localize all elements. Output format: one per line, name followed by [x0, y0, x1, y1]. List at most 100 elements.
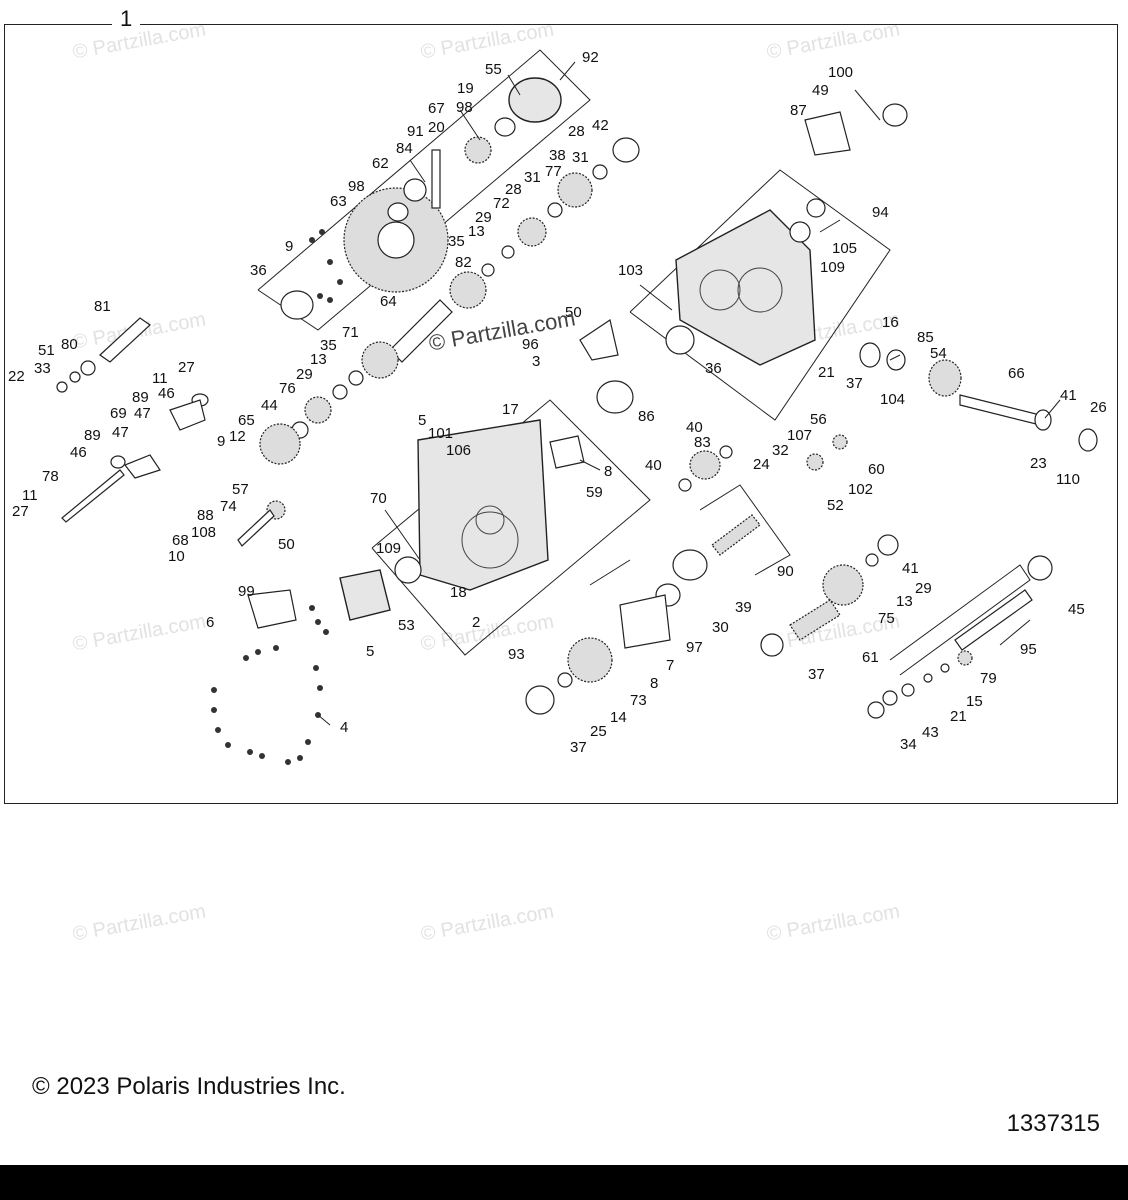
washer — [80, 360, 96, 376]
shift-rod — [61, 469, 125, 523]
callout: 29 — [475, 209, 492, 226]
callout: 40 — [645, 457, 662, 474]
bearing — [877, 534, 899, 556]
callout: 57 — [232, 481, 249, 498]
callout: 105 — [832, 240, 857, 257]
callout: 33 — [34, 360, 51, 377]
callout: 73 — [630, 692, 647, 709]
seal — [806, 198, 826, 218]
callout: 36 — [250, 262, 267, 279]
callout: 55 — [485, 61, 502, 78]
callout: 89 — [132, 389, 149, 406]
callout: 23 — [1030, 455, 1047, 472]
watermark: © Partzilla.com — [71, 900, 208, 946]
bearing — [612, 137, 640, 163]
callout: 37 — [570, 739, 587, 756]
callout: 77 — [545, 163, 562, 180]
callout: 98 — [348, 178, 365, 195]
callout: 21 — [818, 364, 835, 381]
callout: 69 — [110, 405, 127, 422]
callout: 108 — [191, 524, 216, 541]
callout: 91 — [407, 123, 424, 140]
callout: 89 — [84, 427, 101, 444]
ring-gear-hub — [377, 221, 415, 259]
callout: 46 — [70, 444, 87, 461]
callout: 59 — [586, 484, 603, 501]
callout: 9 — [285, 238, 293, 255]
washer — [348, 370, 364, 386]
callout: 88 — [197, 507, 214, 524]
callout: 41 — [1060, 387, 1077, 404]
callout: 8 — [604, 463, 612, 480]
callout: 42 — [592, 117, 609, 134]
callout: 46 — [158, 385, 175, 402]
bottom-bar — [0, 1165, 1128, 1200]
small-gear — [806, 453, 824, 471]
callout: 22 — [8, 368, 25, 385]
shaft-gear — [789, 599, 841, 641]
callout: 95 — [1020, 641, 1037, 658]
callout: 4 — [340, 719, 348, 736]
callout: 82 — [455, 254, 472, 271]
bracket — [804, 111, 851, 156]
case-bore — [475, 505, 505, 535]
callout: 37 — [846, 375, 863, 392]
callout: 31 — [524, 169, 541, 186]
callout: 9 — [217, 433, 225, 450]
callout: 3 — [532, 353, 540, 370]
callout: 80 — [61, 336, 78, 353]
callout: 79 — [980, 670, 997, 687]
transmission-case-left — [417, 419, 549, 591]
bearing — [525, 685, 555, 715]
callout: 74 — [220, 498, 237, 515]
shift-fork — [579, 319, 619, 361]
callout: 64 — [380, 293, 397, 310]
callout: 15 — [966, 693, 983, 710]
callout: 24 — [753, 456, 770, 473]
callout: 14 — [610, 709, 627, 726]
callout: 107 — [787, 427, 812, 444]
actuator-housing — [339, 569, 391, 621]
sensor — [882, 103, 908, 127]
bearing — [719, 445, 733, 459]
callout: 35 — [320, 337, 337, 354]
bracket — [247, 589, 297, 629]
callout: 50 — [565, 304, 582, 321]
callout: 92 — [582, 49, 599, 66]
callout: 29 — [296, 366, 313, 383]
washer — [501, 245, 515, 259]
seal — [494, 117, 516, 137]
callout: 40 — [686, 419, 703, 436]
washer — [69, 371, 81, 383]
copyright-text: © 2023 Polaris Industries Inc. — [32, 1073, 346, 1100]
group-outline-94 — [629, 169, 891, 421]
seal — [665, 325, 695, 355]
callout: 41 — [902, 560, 919, 577]
gasket — [619, 594, 671, 649]
shift-fork — [169, 399, 206, 431]
washer — [557, 672, 573, 688]
callout: 100 — [828, 64, 853, 81]
cross-shaft — [431, 149, 441, 209]
callout: 11 — [152, 370, 168, 387]
callout: 29 — [915, 580, 932, 597]
bearing — [678, 478, 692, 492]
callout: 53 — [398, 617, 415, 634]
case-bore — [461, 511, 519, 569]
callout: 96 — [522, 336, 539, 353]
gear — [361, 341, 399, 379]
seal — [1078, 428, 1098, 452]
callout: 2 — [472, 614, 480, 631]
spring — [110, 455, 126, 469]
leader-lines — [317, 61, 1061, 726]
callout: 31 — [572, 149, 589, 166]
callout: 103 — [618, 262, 643, 279]
callout: 54 — [930, 345, 947, 362]
bearing — [760, 633, 784, 657]
diagram-frame — [4, 24, 1118, 804]
gear — [449, 271, 487, 309]
callout: 7 — [666, 657, 674, 674]
seal — [789, 221, 811, 243]
washer — [923, 673, 933, 683]
callout: 66 — [1008, 365, 1025, 382]
